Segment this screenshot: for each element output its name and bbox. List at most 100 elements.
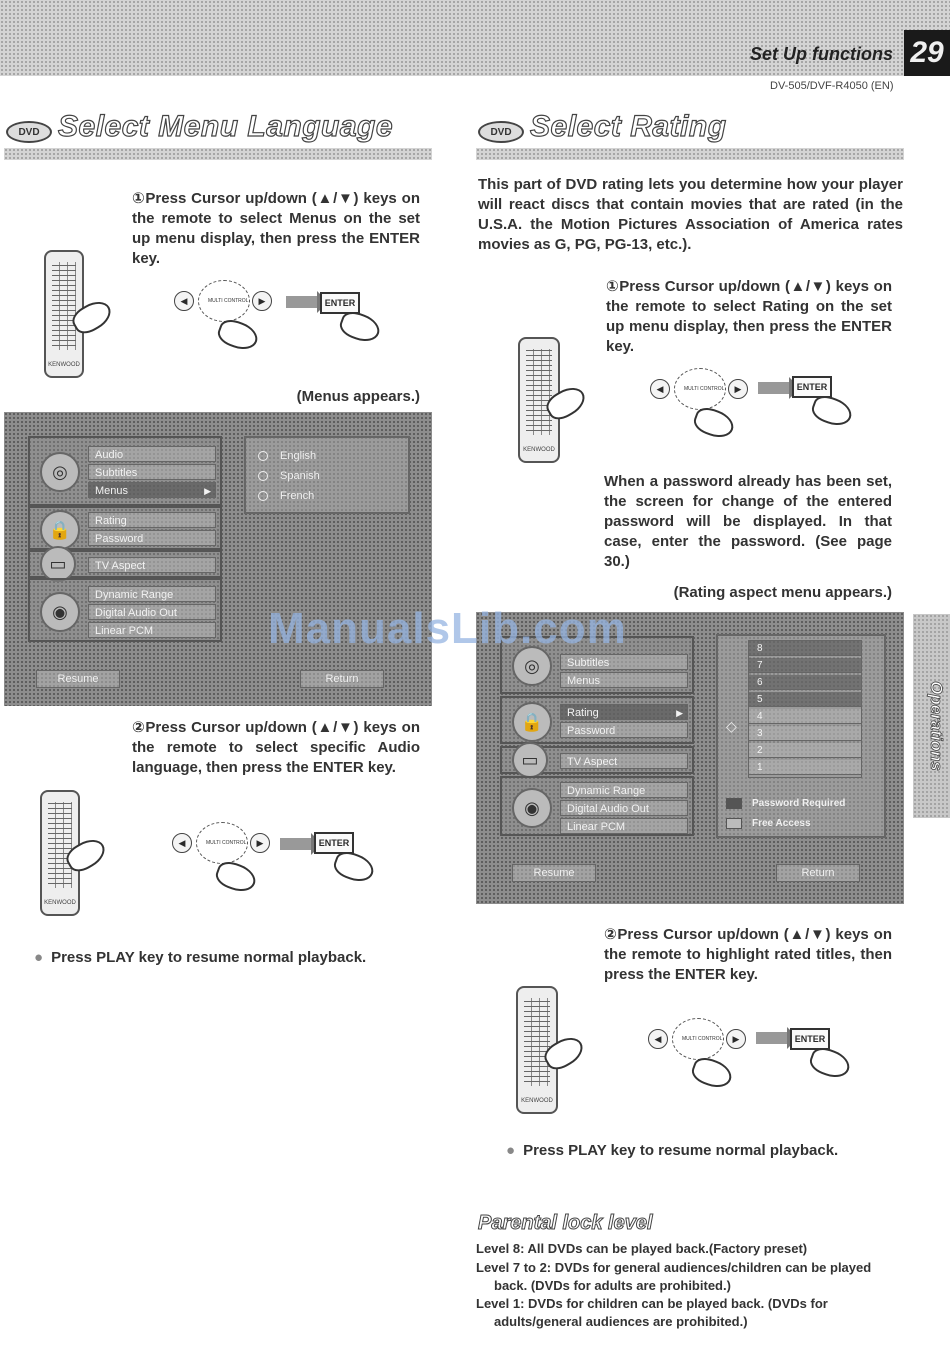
menu-item-menus-label: Menus [95, 485, 129, 497]
page-number: 29 [904, 30, 950, 76]
arrow-right-icon [758, 377, 800, 399]
audio-settings-group: ◉ Dynamic Range Digital Audio Out Linear… [28, 578, 222, 642]
menu-item-subtitles: Subtitles [560, 654, 688, 670]
heading-menu-language: Select Menu Language [57, 109, 394, 143]
return-button: Return [776, 864, 860, 882]
option-spanish-label: Spanish [280, 470, 320, 482]
rating-levels-panel: ◇ 8 7 6 5 4 3 2 1 Password Required Free… [716, 634, 886, 838]
level-7-2-text: Level 7 to 2: DVDs for general audiences… [476, 1260, 872, 1293]
menu-item-digital-audio-out: Digital Audio Out [560, 800, 688, 816]
arrow-right-icon [280, 833, 322, 855]
multi-control-label: MULTI CONTROL [684, 386, 725, 392]
menu-item-rating-label: Rating [567, 707, 599, 719]
lock-icon: 🔒 [40, 510, 80, 550]
disc-menu-group: ◎ Subtitles Menus [500, 636, 694, 694]
enter-key-icon: ENTER [314, 832, 354, 854]
rating-menu-group: 🔒 Rating▶ Password [500, 696, 694, 744]
tv-menu-group: ▭ TV Aspect [28, 546, 222, 582]
hand-icon [330, 847, 378, 887]
play-note-text: Press PLAY key to resume normal playback… [523, 1142, 839, 1159]
rating-levels-list: 8 7 6 5 4 3 2 1 [748, 640, 862, 778]
keys-diagram: ◀ MULTI CONTROL ▶ ENTER [172, 822, 402, 902]
rating-level-2: 2 [749, 743, 861, 758]
language-options-panel: English Spanish French [244, 436, 410, 514]
play-note-text: Press PLAY key to resume normal playback… [51, 949, 367, 966]
level-1-text: Level 1: DVDs for children can be played… [476, 1296, 828, 1329]
heading-bar [476, 148, 904, 160]
menu-item-audio: Audio [88, 446, 216, 462]
menu-item-menus: Menus ▶ [88, 482, 216, 498]
enter-key-icon: ENTER [792, 376, 832, 398]
menu-item-linear-pcm: Linear PCM [560, 818, 688, 834]
rating-level-6: 6 [749, 675, 861, 690]
tv-menu-group: ▭ TV Aspect [500, 742, 694, 778]
menu-item-tv-aspect: TV Aspect [88, 557, 216, 573]
multi-control-label: MULTI CONTROL [682, 1036, 723, 1042]
menu-item-digital-audio-out: Digital Audio Out [88, 604, 216, 620]
enter-key-icon: ENTER [790, 1028, 830, 1050]
right-key-icon: ▶ [728, 379, 748, 399]
option-spanish: Spanish [258, 470, 320, 482]
menu-item-dynamic-range: Dynamic Range [560, 782, 688, 798]
hand-icon [688, 1053, 736, 1093]
hand-icon [808, 391, 856, 431]
hand-icon [690, 403, 738, 443]
watermark: ManualsLib.com [268, 604, 627, 653]
radio-icon [258, 451, 268, 462]
rating-level-8: 8 [749, 641, 861, 656]
side-tab-label: Operations [927, 681, 947, 772]
menu-item-rating: Rating▶ [560, 704, 688, 720]
rating-level-1: 1 [749, 760, 861, 775]
menu-item-password: Password [560, 722, 688, 738]
arrow-right-icon [756, 1027, 798, 1049]
disc-icon: ◎ [512, 646, 552, 686]
right-key-icon: ▶ [726, 1029, 746, 1049]
model-number: DV-505/DVF-R4050 (EN) [770, 80, 894, 92]
option-english: English [258, 450, 316, 462]
option-english-label: English [280, 450, 317, 462]
left-key-icon: ◀ [650, 379, 670, 399]
step-1-text: ①Press Cursor up/down (▲/▼) keys on the … [132, 190, 420, 267]
heading-select-rating: Select Rating [529, 109, 727, 143]
left-key-icon: ◀ [172, 833, 192, 853]
audio-menu-group: ◎ Audio Subtitles Menus▶ [28, 436, 222, 506]
hand-icon [212, 857, 260, 897]
keys-diagram: ◀ MULTI CONTROL ▶ ENTER [174, 280, 404, 360]
remote-brand: KENWOOD [44, 900, 76, 906]
left-key-icon: ◀ [648, 1029, 668, 1049]
enter-key-icon: ENTER [320, 292, 360, 314]
legend-password-required: Password Required [752, 798, 846, 809]
tv-icon: ▭ [512, 742, 548, 778]
lock-icon: 🔒 [512, 702, 552, 742]
menu-language-screen: ◎ Audio Subtitles Menus▶ 🔒 Rating Passwo… [4, 412, 432, 706]
rating-level-7: 7 [749, 658, 861, 673]
dvd-logo-icon: DVD [6, 121, 52, 143]
hand-icon [806, 1043, 854, 1083]
section-title: Set Up functions [750, 44, 893, 64]
password-required-swatch [726, 798, 742, 809]
rating-screen: ◎ Subtitles Menus 🔒 Rating▶ Password ▭ T… [476, 612, 904, 904]
left-key-icon: ◀ [174, 291, 194, 311]
diamond-pointer-icon: ◇ [726, 718, 737, 734]
hand-icon [214, 315, 262, 355]
menu-item-rating: Rating [88, 512, 216, 528]
level-8-text: Level 8: All DVDs can be played back.(Fa… [476, 1241, 808, 1256]
return-button: Return [300, 670, 384, 688]
menu-item-tv-aspect: TV Aspect [560, 753, 688, 769]
hand-icon [336, 307, 384, 347]
option-french-label: French [280, 490, 315, 502]
radio-icon [258, 471, 268, 482]
step-2-text: ②Press Cursor up/down (▲/▼) keys on the … [132, 719, 420, 776]
rating-step-2-text: ②Press Cursor up/down (▲/▼) keys on the … [604, 926, 892, 983]
rating-menu-group: 🔒 Rating Password [28, 506, 222, 550]
caret-right-icon: ▶ [204, 486, 211, 496]
dvd-logo-icon: DVD [478, 121, 524, 143]
header-band [0, 0, 950, 76]
legend-free-access: Free Access [752, 818, 811, 829]
option-french: French [258, 490, 314, 502]
audio-settings-group: ◉ Dynamic Range Digital Audio Out Linear… [500, 776, 694, 836]
heading-bar [4, 148, 432, 160]
menu-item-subtitles: Subtitles [88, 464, 216, 480]
keys-diagram: ◀ MULTI CONTROL ▶ ENTER [650, 368, 880, 448]
rating-step-1-text: ①Press Cursor up/down (▲/▼) keys on the … [606, 278, 892, 355]
